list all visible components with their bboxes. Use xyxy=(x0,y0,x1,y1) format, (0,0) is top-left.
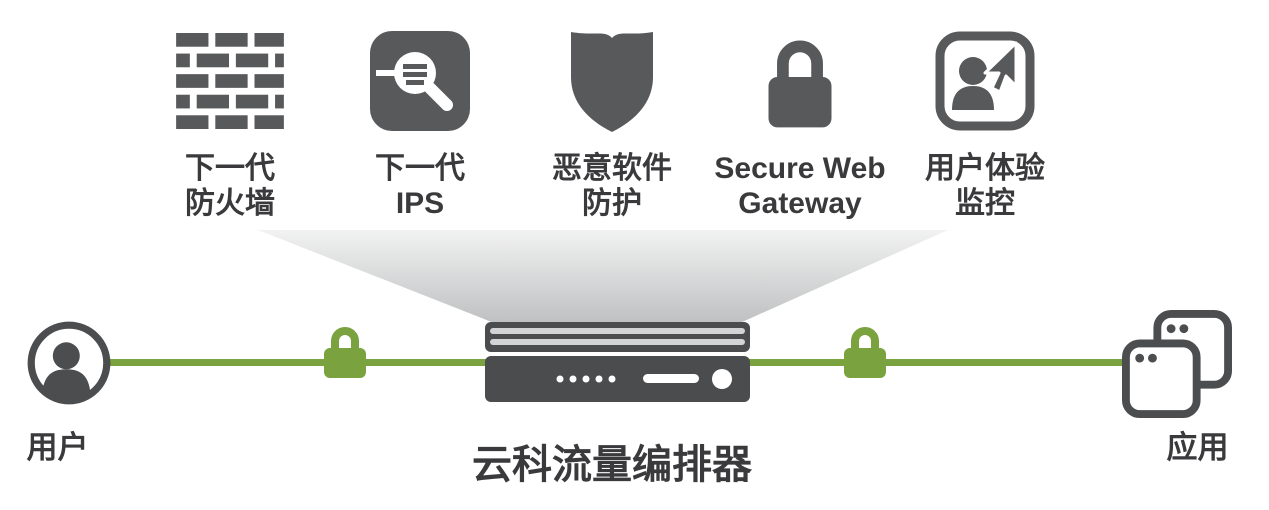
stacked-apps-icon xyxy=(1122,310,1232,425)
appliance-icon xyxy=(485,322,750,407)
green-padlock-left-icon xyxy=(320,320,370,387)
service-label-line1: 恶意软件 xyxy=(552,152,672,185)
service-label: 下一代 IPS xyxy=(375,152,465,222)
service-malware-protection: 恶意软件 防护 xyxy=(512,22,712,222)
service-label-line2: 防火墙 xyxy=(185,186,275,220)
service-label: 恶意软件 防护 xyxy=(552,152,672,222)
user-cursor-icon xyxy=(935,22,1035,140)
service-label-line2: IPS xyxy=(395,186,445,220)
shield-icon xyxy=(562,22,662,140)
user-label: 用户 xyxy=(26,430,89,465)
service-label-line1: Secure Web xyxy=(714,152,886,185)
padlock-icon xyxy=(755,22,845,140)
service-next-gen-firewall: 下一代 防火墙 xyxy=(130,22,330,222)
service-label-line1: 用户体验 xyxy=(925,152,1045,185)
service-label-line1: 下一代 xyxy=(375,152,465,185)
service-secure-web-gateway: Secure Web Gateway xyxy=(700,22,900,222)
service-label: 用户体验 监控 xyxy=(925,152,1045,222)
funnel-beam xyxy=(258,230,948,324)
green-padlock-right-icon xyxy=(840,320,890,387)
service-label: Secure Web Gateway xyxy=(714,152,885,222)
service-label-line2: 防护 xyxy=(582,186,642,220)
magnifier-inspect-icon xyxy=(370,22,470,140)
user-circle-icon xyxy=(24,318,114,413)
service-user-experience-monitoring: 用户体验 监控 xyxy=(885,22,1085,222)
firewall-brick-icon xyxy=(176,22,284,140)
service-label: 下一代 防火墙 xyxy=(185,152,275,222)
service-label-line2: 监控 xyxy=(955,186,1015,220)
applications-label: 应用 xyxy=(1166,430,1229,465)
service-next-gen-ips: 下一代 IPS xyxy=(320,22,520,222)
service-label-line2: Gateway xyxy=(738,186,862,220)
orchestrator-label: 云科流量编排器 xyxy=(472,443,752,487)
service-label-line1: 下一代 xyxy=(185,152,275,185)
